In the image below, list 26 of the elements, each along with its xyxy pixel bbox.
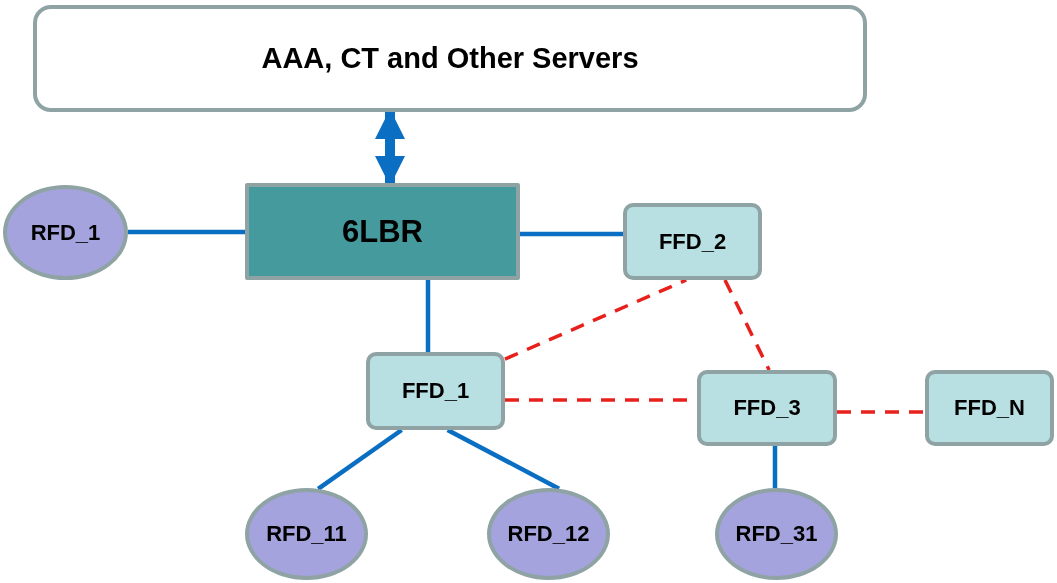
connector-line [723, 279, 771, 371]
connector-line [520, 231, 623, 237]
node-label: RFD_12 [507, 521, 590, 547]
server-box [33, 5, 867, 112]
node-label: FFD_3 [733, 395, 801, 421]
connector-line [837, 410, 925, 414]
node-box [623, 203, 762, 280]
double-arrow [375, 109, 405, 186]
node-label: RFD_31 [735, 521, 818, 547]
node-box [925, 370, 1054, 446]
node-label: FFD_N [954, 395, 1025, 421]
node-label: RFD_11 [266, 521, 347, 547]
connector-line [316, 428, 403, 491]
connector-line [772, 446, 778, 488]
node-label: FFD_2 [658, 228, 727, 255]
node-label: AAA, CT and Other Servers [261, 42, 639, 75]
node-label: FFD_1 [401, 378, 470, 404]
connector-line [446, 428, 561, 491]
connector-line [128, 229, 245, 235]
node-box [697, 370, 837, 446]
node-label: 6LBR [342, 213, 423, 250]
connector-line [425, 280, 431, 352]
router-box [245, 183, 520, 280]
connector-line [504, 278, 687, 361]
node-box [366, 352, 505, 430]
node-label: RFD_1 [30, 219, 101, 246]
